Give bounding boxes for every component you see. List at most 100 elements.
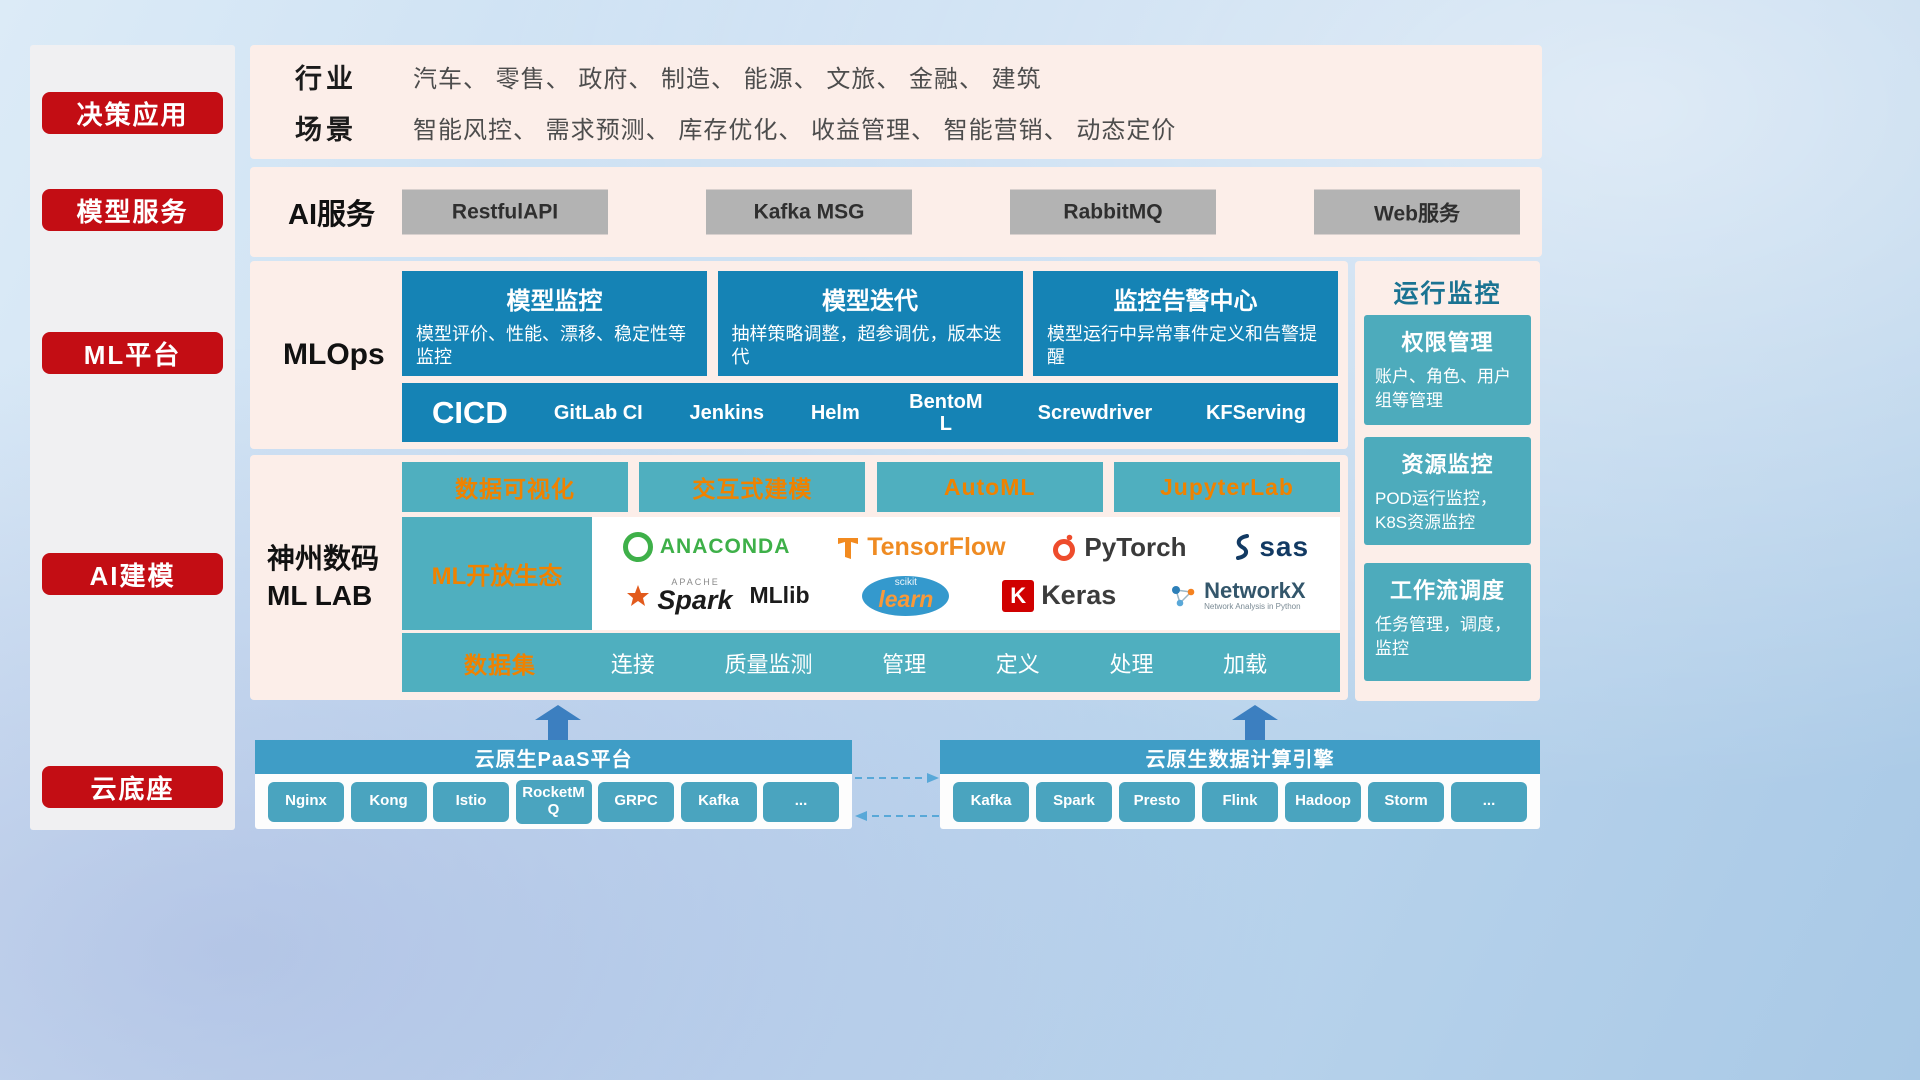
cicd-helm: Helm (810, 401, 860, 424)
logo-row-2: APACHE Spark MLlib scikit learn K Keras (600, 575, 1332, 616)
card-permission-mgmt: 权限管理 账户、角色、用户组等管理 (1364, 315, 1531, 425)
dataset-items: 连接 质量监测 管理 定义 处理 加载 (576, 647, 1302, 679)
dataset-item-load: 加载 (1223, 651, 1268, 677)
card-title: 资源监控 (1401, 452, 1494, 477)
paas-header: 云原生PaaS平台 (255, 740, 852, 774)
engine-flink: Flink (1202, 781, 1278, 822)
sidebar-item-ai-modeling: AI建模 (42, 553, 223, 595)
dataset-item-quality: 质量监测 (724, 651, 813, 677)
cicd-screwdriver: Screwdriver (1037, 401, 1153, 424)
dashed-exchange-arrows-icon (855, 773, 939, 821)
ml-lab-panel: 神州数码 ML LAB 数据可视化 交互式建模 AutoML JupyterLa… (250, 455, 1348, 700)
sidebar-item-cloud-base: 云底座 (42, 766, 223, 808)
cicd-jenkins: Jenkins (689, 401, 765, 424)
ml-open-ecosystem: ML开放生态 ANACONDA TensorFlow (402, 517, 1340, 630)
pytorch-icon (1053, 535, 1076, 562)
sas-logo: sas (1232, 531, 1309, 563)
paas-nginx: Nginx (268, 781, 344, 822)
engine-storm: Storm (1368, 781, 1444, 822)
paas-kong: Kong (350, 781, 427, 822)
tool-data-visualization: 数据可视化 (402, 462, 628, 512)
card-desc: 抽样策略调整，超参调优，版本迭代 (731, 324, 1002, 368)
paas-rocketmq: RocketMQ (515, 779, 592, 824)
logo-row-1: ANACONDA TensorFlow PyTorch (600, 531, 1332, 563)
industry-scenario-panel: 行业 汽车、 零售、 政府、 制造、 能源、 文旅、 金融、 建筑 场景 智能风… (250, 45, 1542, 159)
engine-kafka: Kafka (953, 781, 1029, 822)
ml-lab-label-line2: ML LAB (267, 580, 373, 612)
engine-more: ... (1451, 781, 1527, 822)
up-arrow-icon (1232, 705, 1278, 740)
card-desc: 账户、角色、用户组等管理 (1375, 367, 1511, 410)
data-engine-header: 云原生数据计算引擎 (940, 740, 1540, 774)
paas-more: ... (763, 781, 839, 822)
paas-kafka: Kafka (680, 781, 757, 822)
card-desc: 模型评价、性能、漂移、稳定性等监控 (416, 324, 686, 368)
networkx-icon (1172, 585, 1195, 606)
engine-spark: Spark (1036, 781, 1112, 822)
dataset-row: 数据集 连接 质量监测 管理 定义 处理 加载 (402, 633, 1340, 692)
service-web: Web服务 (1314, 189, 1520, 235)
sas-icon (1236, 534, 1250, 561)
dataset-label: 数据集 (464, 651, 536, 678)
dataset-item-define: 定义 (995, 651, 1040, 677)
engine-hadoop: Hadoop (1285, 781, 1361, 822)
ecosystem-label: ML开放生态 (431, 563, 563, 590)
ml-lab-tools: 数据可视化 交互式建模 AutoML JupyterLab (402, 462, 1340, 512)
card-title: 模型迭代 (822, 288, 918, 315)
service-rabbitmq: RabbitMQ (1010, 189, 1216, 235)
paas-istio: Istio (433, 781, 509, 822)
networkx-logo: NetworkX Network Analysis in Python (1169, 578, 1306, 612)
card-alert-center: 监控告警中心 模型运行中异常事件定义和告警提醒 (1033, 271, 1338, 376)
paas-grpc: GRPC (598, 781, 674, 822)
anaconda-icon (622, 532, 653, 563)
card-title: 模型监控 (506, 288, 603, 315)
mlops-cards: 模型监控 模型评价、性能、漂移、稳定性等监控 模型迭代 抽样策略调整，超参调优，… (402, 271, 1338, 376)
cicd-gitlab-ci: GitLab CI (553, 401, 643, 424)
sidebar-item-ml-platform: ML平台 (42, 332, 223, 374)
up-arrow-icon (535, 705, 581, 740)
card-title: 权限管理 (1401, 330, 1494, 355)
card-model-monitoring: 模型监控 模型评价、性能、漂移、稳定性等监控 (402, 271, 707, 376)
scenario-list: 智能风控、 需求预测、 库存优化、 收益管理、 智能营销、 动态定价 (413, 117, 1177, 144)
ml-lab-label: 神州数码 ML LAB (267, 540, 379, 616)
service-kafka-msg: Kafka MSG (706, 189, 912, 235)
card-title: 监控告警中心 (1113, 288, 1258, 315)
scikit-learn-logo: scikit learn (862, 575, 950, 616)
card-desc: 任务管理，调度，监控 (1375, 615, 1511, 658)
data-engine-components: Kafka Spark Presto Flink Hadoop Storm ..… (940, 774, 1540, 829)
ecosystem-logos: ANACONDA TensorFlow PyTorch (592, 517, 1340, 630)
mlops-panel: MLOps 模型监控 模型评价、性能、漂移、稳定性等监控 模型迭代 抽样策略调整… (250, 261, 1348, 449)
cicd-label: CICD (432, 394, 508, 430)
left-rail: 决策应用 模型服务 ML平台 AI建模 云底座 (30, 45, 235, 830)
run-monitoring-panel: 运行监控 权限管理 账户、角色、用户组等管理 资源监控 POD运行监控，K8S资… (1355, 261, 1540, 701)
keras-icon: K (1002, 579, 1035, 612)
ai-services-buttons: RestfulAPI Kafka MSG RabbitMQ Web服务 (402, 189, 1520, 235)
cicd-bar: CICD GitLab CI Jenkins Helm BentoML Scre… (402, 383, 1338, 442)
sidebar-item-model-services: 模型服务 (42, 189, 223, 231)
tool-interactive-modeling: 交互式建模 (639, 462, 866, 512)
scenario-label: 场景 (295, 115, 357, 145)
tool-automl: AutoML (876, 462, 1103, 512)
spark-icon (627, 584, 650, 606)
tensorflow-logo: TensorFlow (836, 533, 1006, 562)
card-resource-monitoring: 资源监控 POD运行监控，K8S资源监控 (1364, 437, 1531, 545)
card-desc: 模型运行中异常事件定义和告警提醒 (1047, 324, 1317, 368)
mlops-label: MLOps (283, 338, 385, 371)
card-desc: POD运行监控，K8S资源监控 (1375, 489, 1497, 532)
spark-mllib-logo: APACHE Spark MLlib (626, 577, 810, 614)
cicd-kfserving: KFServing (1205, 401, 1306, 424)
card-title: 工作流调度 (1389, 578, 1505, 603)
engine-presto: Presto (1119, 781, 1195, 822)
mllib-logo: MLlib (749, 582, 810, 609)
ai-services-label: AI服务 (288, 199, 376, 231)
cicd-bentoml: BentoML (909, 390, 983, 435)
service-restfulapi: RestfulAPI (402, 189, 608, 235)
dataset-item-manage: 管理 (882, 651, 927, 677)
dataset-item-process: 处理 (1109, 651, 1154, 677)
industry-list: 汽车、 零售、 政府、 制造、 能源、 文旅、 金融、 建筑 (413, 66, 1042, 93)
tool-jupyterlab: JupyterLab (1113, 462, 1340, 512)
card-model-iteration: 模型迭代 抽样策略调整，超参调优，版本迭代 (717, 271, 1023, 376)
industry-label: 行业 (295, 64, 357, 94)
dataset-item-connect: 连接 (610, 651, 655, 677)
